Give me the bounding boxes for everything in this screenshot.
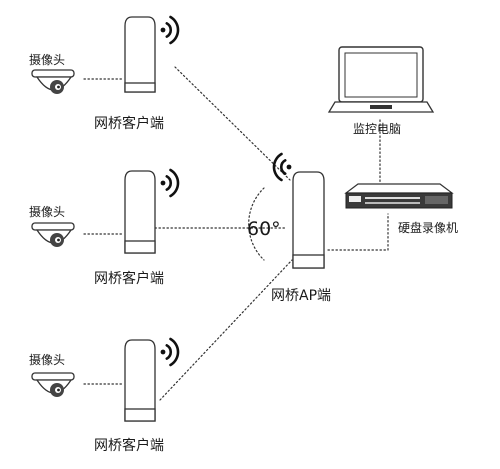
laptop-icon xyxy=(327,46,435,113)
wifi-signal-icon xyxy=(160,168,180,198)
dome-camera-icon xyxy=(31,372,75,397)
camera-1: 摄像头 xyxy=(29,52,75,94)
camera-label: 摄像头 xyxy=(29,52,65,67)
wifi-signal-icon xyxy=(160,15,180,45)
connections xyxy=(83,66,389,401)
client-bridge-label: 网桥客户端 xyxy=(94,115,164,132)
wifi-signal-icon xyxy=(160,337,180,367)
ap-bridge-label: 网桥AP端 xyxy=(271,288,331,304)
nvr: 硬盘录像机 xyxy=(344,183,458,235)
dome-camera-icon xyxy=(31,69,75,94)
client-bridge-label: 网桥客户端 xyxy=(94,437,164,454)
bridge-device-icon xyxy=(124,16,156,93)
monitor-pc-label: 监控电脑 xyxy=(353,122,401,136)
nvr-label: 硬盘录像机 xyxy=(398,220,458,235)
camera-3: 摄像头 xyxy=(29,352,75,397)
link-client3-ap xyxy=(159,259,293,401)
client-bridge-3: 网桥客户端 xyxy=(94,337,180,454)
bridge-device-icon xyxy=(124,339,156,422)
wifi-signal-icon xyxy=(272,152,292,182)
client-bridge-2: 网桥客户端 xyxy=(94,168,180,287)
client-bridge-label: 网桥客户端 xyxy=(94,270,164,287)
nvr-device-icon xyxy=(344,183,454,209)
angle-arc xyxy=(248,187,265,261)
link-client1-ap xyxy=(174,66,291,181)
bridge-device-icon xyxy=(124,170,156,254)
dome-camera-icon xyxy=(31,222,75,247)
ap-bridge: 网桥AP端 xyxy=(271,152,331,304)
bridge-device-icon xyxy=(292,171,325,269)
angle-label: 60° xyxy=(247,218,281,240)
client-bridge-1: 网桥客户端 xyxy=(94,15,180,132)
camera-2: 摄像头 xyxy=(29,204,75,247)
camera-label: 摄像头 xyxy=(29,204,65,219)
link-ap-nvr xyxy=(327,213,389,251)
camera-label: 摄像头 xyxy=(29,352,65,367)
monitor-pc: 监控电脑 xyxy=(327,46,435,136)
